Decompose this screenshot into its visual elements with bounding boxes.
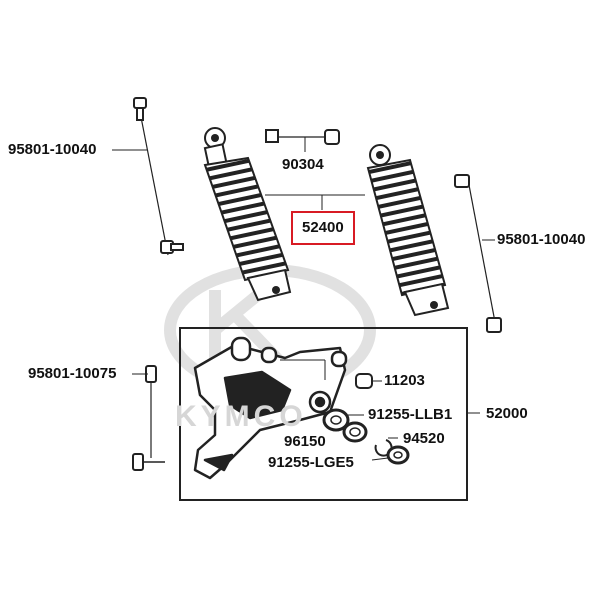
- shock-absorber-right[interactable]: [366, 144, 450, 317]
- label-94520[interactable]: 94520: [403, 430, 445, 447]
- swingarm-bracket[interactable]: [193, 336, 348, 480]
- washer[interactable]: [342, 421, 368, 443]
- bolt-upper-left[interactable]: [133, 97, 184, 256]
- watermark-text: KYMCO: [175, 400, 307, 433]
- label-11203[interactable]: 11203: [384, 372, 425, 389]
- label-91255-LGE5[interactable]: 91255-LGE5: [268, 454, 354, 471]
- bolt-lower-left[interactable]: [132, 365, 165, 471]
- label-95801-10040-right[interactable]: 95801-10040: [497, 231, 586, 248]
- assembly-frame: [179, 327, 468, 501]
- label-91255-LLB1[interactable]: 91255-LLB1: [368, 406, 453, 423]
- label-90304[interactable]: 90304: [282, 156, 324, 173]
- highlight-box-52400: [291, 211, 355, 245]
- shock-absorber-left[interactable]: [203, 127, 292, 302]
- label-52000[interactable]: 52000: [486, 405, 528, 422]
- bearing-1[interactable]: [322, 408, 364, 432]
- collar[interactable]: [355, 373, 382, 389]
- label-95801-10040-left[interactable]: 95801-10040: [8, 141, 97, 158]
- bearing-2[interactable]: [371, 445, 410, 465]
- label-96150[interactable]: 96150: [284, 433, 326, 450]
- nut-bushing[interactable]: [265, 129, 340, 152]
- label-95801-10075[interactable]: 95801-10075: [28, 365, 117, 382]
- label-52400[interactable]: 52400: [302, 219, 344, 236]
- leader-52400: [265, 194, 365, 210]
- bolt-upper-right[interactable]: [454, 174, 502, 333]
